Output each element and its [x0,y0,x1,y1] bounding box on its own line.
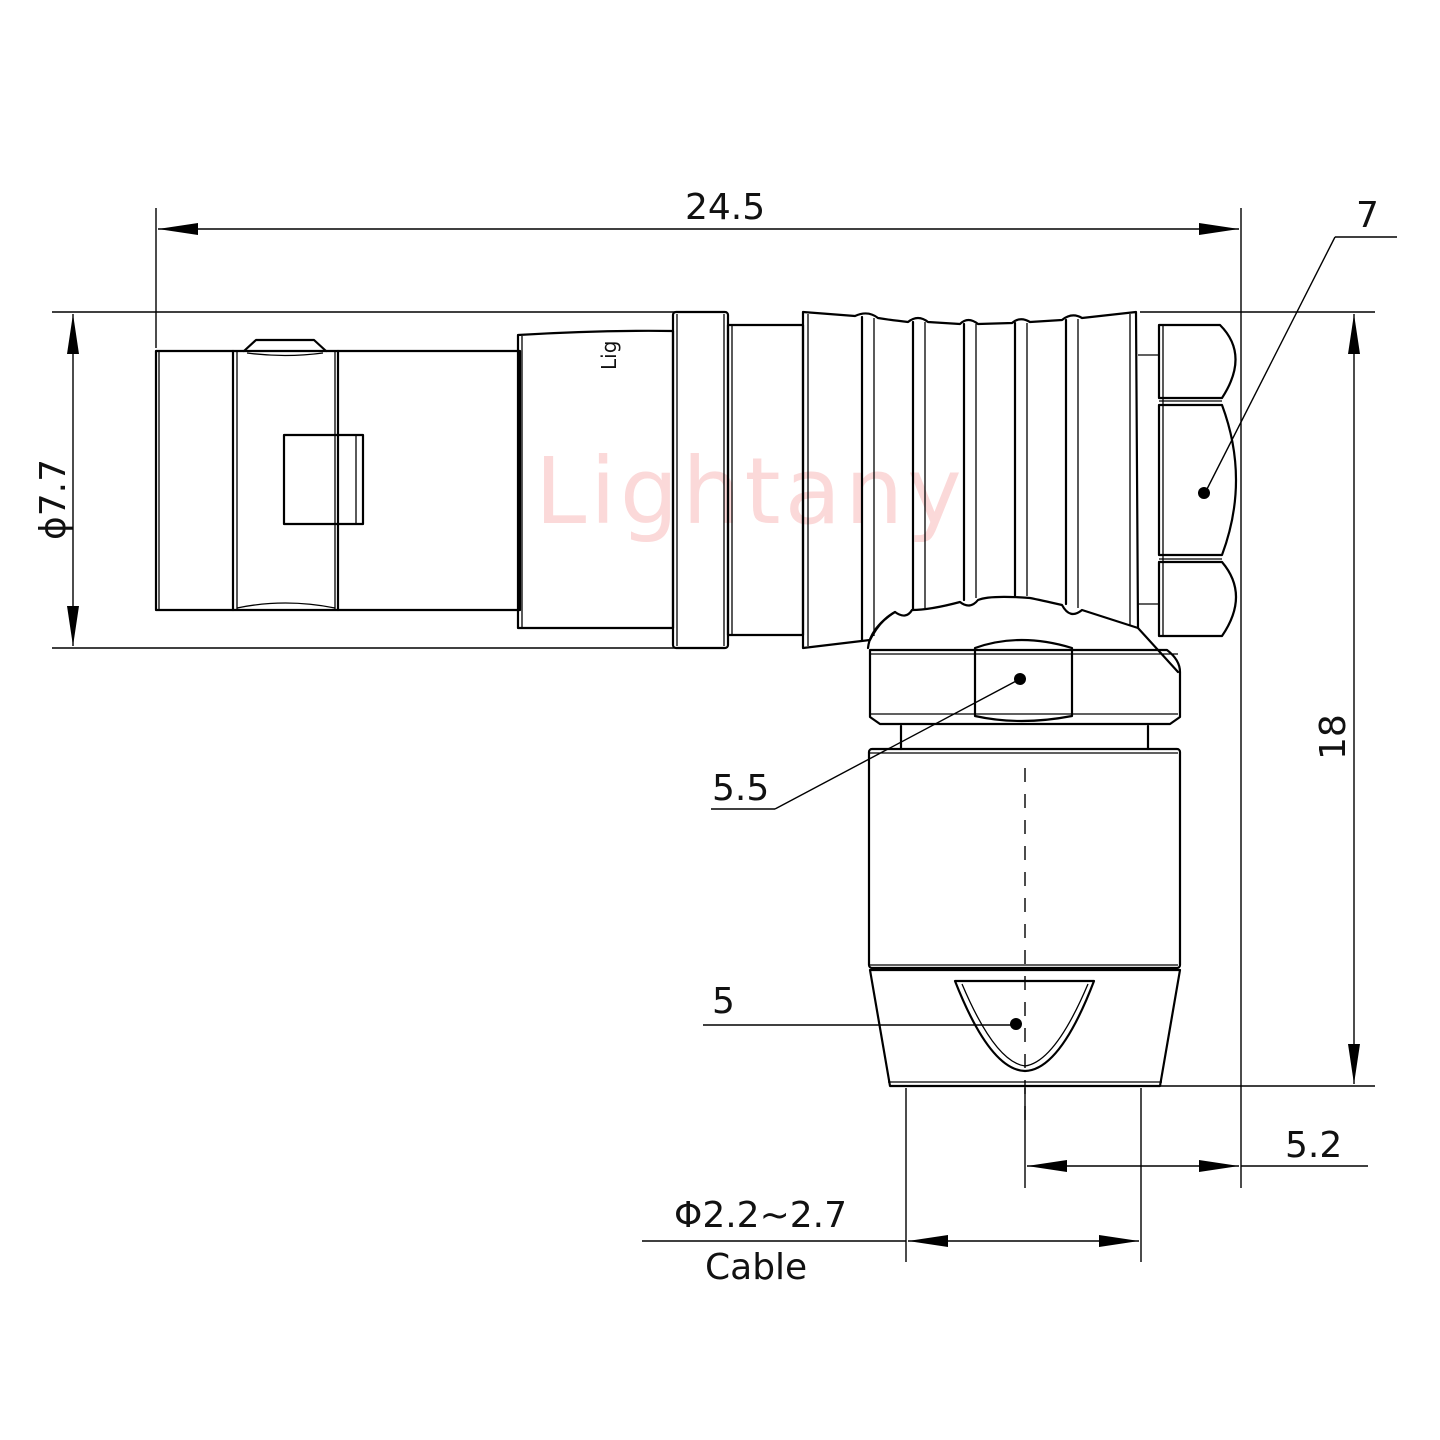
dimension-height [1140,311,1375,1087]
label-offset: 5.2 [1285,1125,1343,1166]
dimension-diameter [52,311,680,649]
callout-leader-7 [1198,236,1397,499]
dimension-overall-length [155,208,1242,1188]
label-cable: Cable [705,1247,808,1288]
callout-leader-5-5 [711,673,1026,810]
elbow-hex [866,610,1182,751]
body-shell [516,329,675,630]
dimension-cable [642,1088,1142,1262]
callout-label-7: 7 [1356,195,1379,236]
callout-label-5-5: 5.5 [712,768,770,809]
dimension-offset [1024,1088,1368,1188]
clamp-body [867,747,1182,1130]
engraving-text: Lig [597,340,621,370]
clamp-nut [868,968,1182,1088]
label-diameter: ϕ7.7 [33,459,74,540]
callout-label-5: 5 [712,981,735,1022]
ribbed-elbow [801,310,1160,650]
callout-leader-5 [703,1018,1022,1030]
label-cable-diameter: Φ2.2~2.7 [674,1195,848,1236]
label-overall-length: 24.5 [685,187,766,228]
rear-hex-nut [1157,323,1238,638]
watermark: Lightany [535,438,966,545]
front-latch-sleeve [154,338,522,612]
label-height: 18 [1313,714,1354,760]
coupling-collar [671,310,805,650]
